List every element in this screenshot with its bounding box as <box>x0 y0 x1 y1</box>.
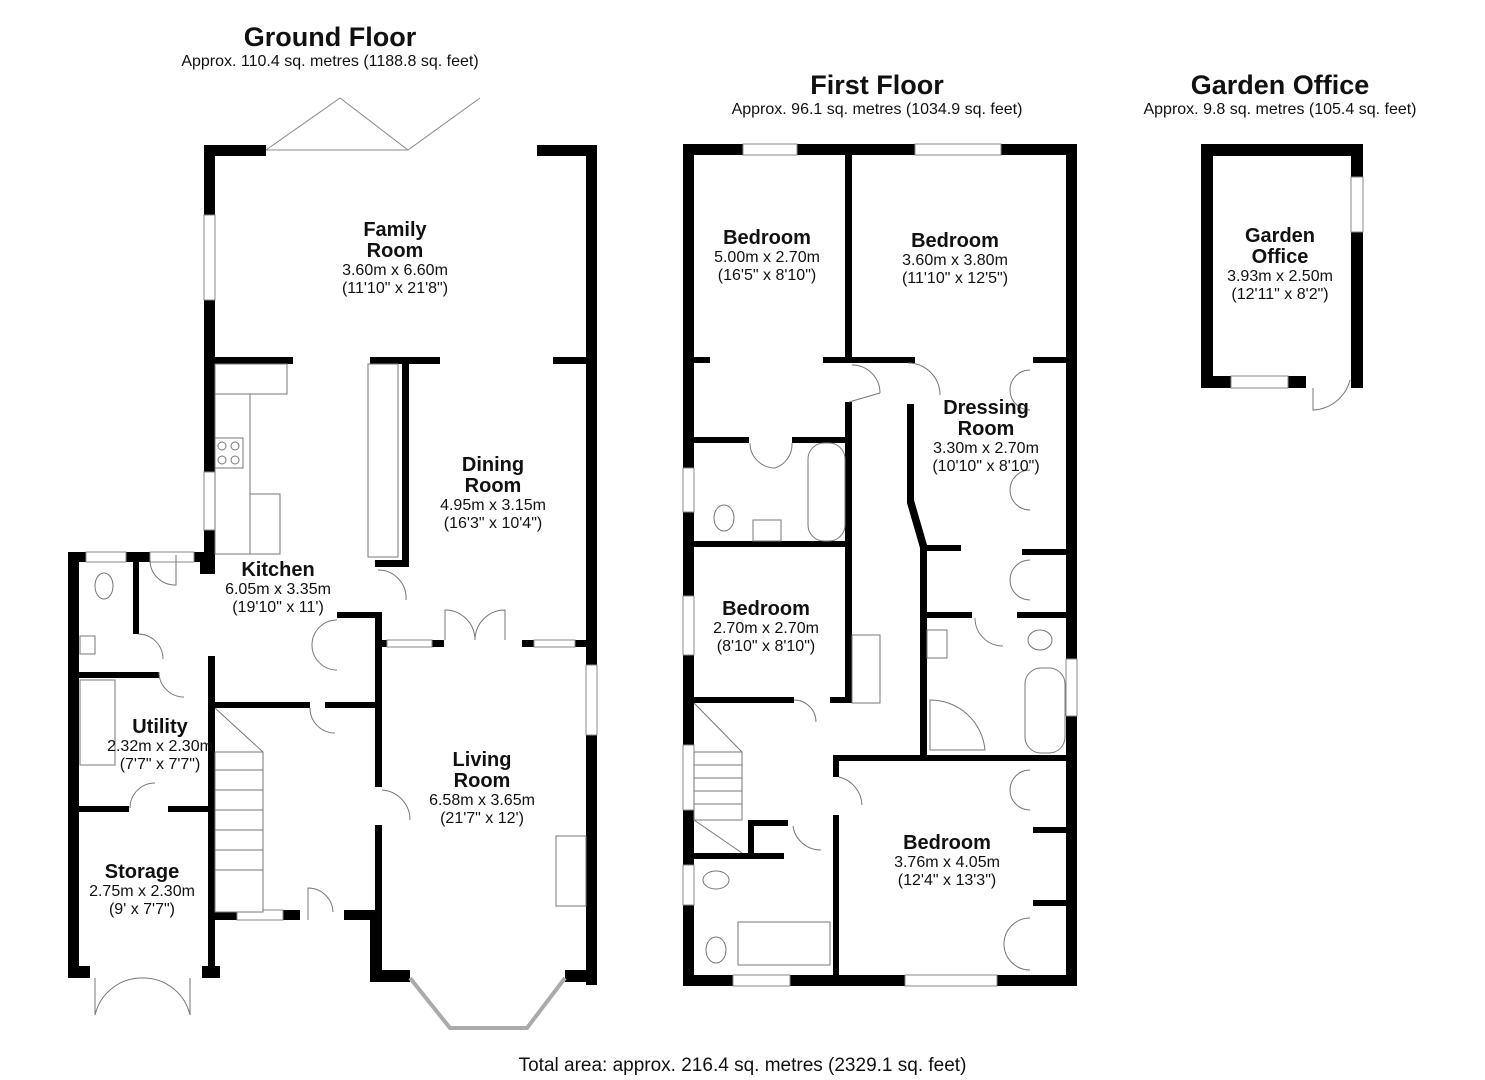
ground-floor-fixtures <box>79 363 587 1016</box>
first-floor-title: First Floor <box>810 70 944 100</box>
garden-office-header: Garden Office Approx. 9.8 sq. metres (10… <box>1080 70 1480 119</box>
room-living: Living Room 6.58m x 3.65m (21'7" x 12') <box>429 749 535 828</box>
first-floor-header: First Floor Approx. 96.1 sq. metres (103… <box>677 70 1077 119</box>
first-floor-fixtures <box>693 362 1066 971</box>
room-garden-office: Garden Office 3.93m x 2.50m (12'11" x 8'… <box>1227 225 1333 304</box>
garden-office-walls <box>1201 144 1364 411</box>
ground-floor-header: Ground Floor Approx. 110.4 sq. metres (1… <box>130 22 530 71</box>
room-dressing: Dressing Room 3.30m x 2.70m (10'10" x 8'… <box>932 397 1040 476</box>
room-kitchen: Kitchen 6.05m x 3.35m (19'10" x 11') <box>225 559 331 617</box>
room-bedroom-1: Bedroom 5.00m x 2.70m (16'5" x 8'10") <box>714 227 820 285</box>
first-floor-windows <box>682 143 1078 987</box>
room-storage: Storage 2.75m x 2.30m (9' x 7'7") <box>89 861 195 919</box>
total-area: Total area: approx. 216.4 sq. metres (23… <box>518 1055 967 1076</box>
room-dining: Dining Room 4.95m x 3.15m (16'3" x 10'4"… <box>440 454 546 533</box>
first-floor-walls <box>683 144 1077 986</box>
room-family: Family Room 3.60m x 6.60m (11'10" x 21'8… <box>341 219 449 298</box>
garden-office-area: Approx. 9.8 sq. metres (105.4 sq. feet) <box>1143 101 1417 118</box>
ground-floor-walls <box>68 145 597 985</box>
room-bedroom-3: Bedroom 2.70m x 2.70m (8'10" x 8'10") <box>713 598 819 656</box>
garden-office-title: Garden Office <box>1190 70 1370 100</box>
room-bedroom-4: Bedroom 3.76m x 4.05m (12'4" x 13'3") <box>894 832 1000 890</box>
ground-floor-title: Ground Floor <box>243 22 417 52</box>
room-utility: Utility 2.32m x 2.30m (7'7" x 7'7") <box>107 716 213 774</box>
room-bedroom-2: Bedroom 3.60m x 3.80m (11'10" x 12'5") <box>901 230 1009 288</box>
first-floor-area: Approx. 96.1 sq. metres (1034.9 sq. feet… <box>731 101 1023 118</box>
ground-floor-area: Approx. 110.4 sq. metres (1188.8 sq. fee… <box>181 53 479 70</box>
